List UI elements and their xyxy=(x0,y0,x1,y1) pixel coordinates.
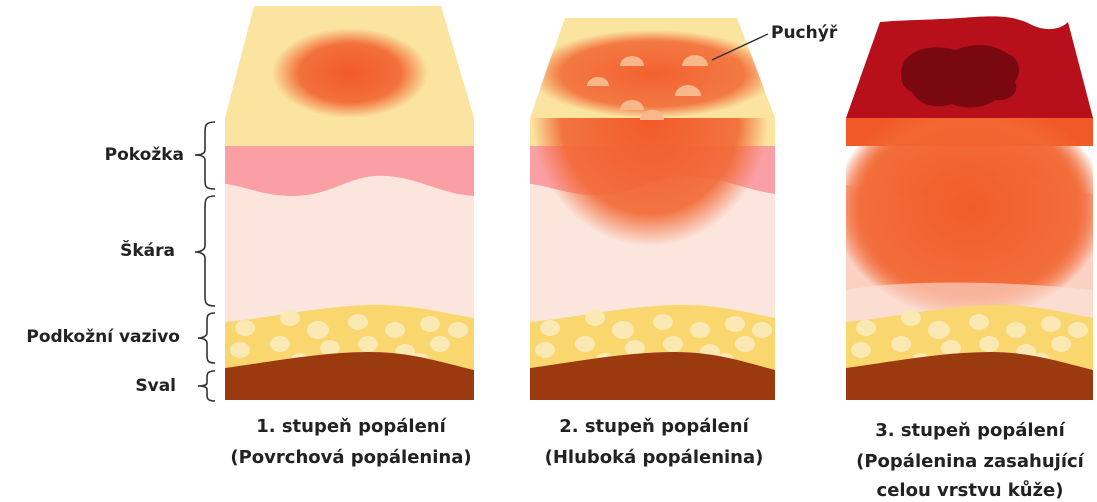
dermis-layer xyxy=(225,176,474,322)
label-epidermis: Pokožka xyxy=(105,145,184,165)
bracket-dermis xyxy=(195,196,215,306)
bracket-muscle xyxy=(198,371,215,401)
blister-label: Puchýř xyxy=(771,23,838,43)
caption-3-line1: 3. stupeň popálení xyxy=(875,420,1065,441)
layer-labels: Pokožka Škára Podkožní vazivo Sval xyxy=(26,122,215,401)
panel-first-degree xyxy=(225,6,474,400)
bracket-epidermis xyxy=(195,122,215,189)
panel-third-degree xyxy=(846,16,1093,400)
charred-core xyxy=(901,45,1019,107)
bracket-subcutis xyxy=(198,313,215,363)
captions: 1. stupeň popálení (Povrchová popálenina… xyxy=(230,416,1084,501)
caption-2-line2: (Hluboká popálenina) xyxy=(545,447,764,468)
label-muscle: Sval xyxy=(135,376,176,396)
caption-1-line2: (Povrchová popálenina) xyxy=(230,447,471,468)
caption-1-line1: 1. stupeň popálení xyxy=(256,416,446,437)
caption-3-line2: (Popálenina zasahující xyxy=(856,451,1085,472)
surface-burn-spot xyxy=(272,28,428,118)
surface-burn-spot xyxy=(530,30,775,118)
label-dermis: Škára xyxy=(120,239,175,261)
caption-3-line3: celou vrstvu kůže) xyxy=(877,479,1064,501)
label-subcutis: Podkožní vazivo xyxy=(26,327,180,347)
epidermis-top-band xyxy=(225,118,474,146)
caption-2-line1: 2. stupeň popálení xyxy=(559,416,749,437)
